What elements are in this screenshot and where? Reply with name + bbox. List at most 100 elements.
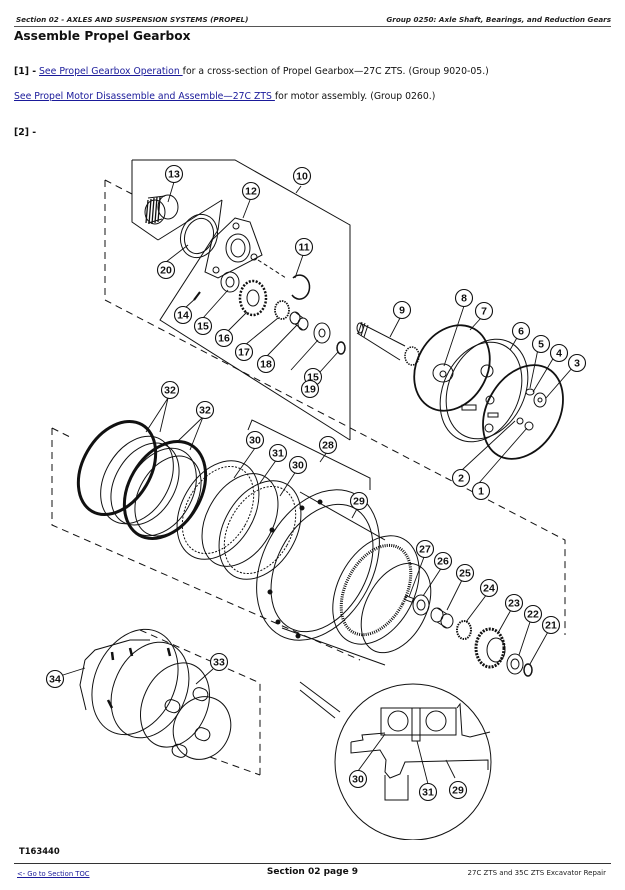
propel-motor-link[interactable]: See Propel Motor Disassemble and Assembl…: [14, 91, 275, 102]
callout-8: 8: [454, 288, 474, 308]
callout-number: 25: [459, 568, 471, 580]
callout-number: 5: [538, 339, 544, 351]
callout-12: 12: [241, 181, 261, 201]
callout-34: 34: [45, 669, 65, 689]
callout-number: 18: [260, 359, 272, 371]
callout-22: 22: [523, 604, 543, 624]
callout-number: 13: [168, 169, 180, 181]
callout-circle: [523, 604, 543, 624]
shaft-9: [356, 321, 420, 366]
callout-number: 12: [245, 186, 257, 198]
callout-number: 1: [478, 486, 484, 498]
callout-20: 20: [156, 260, 176, 280]
callout-number: 14: [177, 310, 189, 322]
callout-17: 17: [234, 342, 254, 362]
group-28-bracket: [247, 419, 371, 490]
callout-circle: [193, 316, 213, 336]
callout-7: 7: [474, 301, 494, 321]
bearing-30b: [218, 480, 302, 580]
dashed-outline-top: [104, 180, 566, 635]
callout-circle: [245, 430, 265, 450]
callout-number: 9: [399, 305, 405, 317]
callout-number: 29: [353, 496, 365, 508]
callout-number: 24: [483, 583, 495, 595]
callout-number: 32: [199, 405, 211, 417]
callout-circle: [455, 563, 475, 583]
o-ring-3: [482, 364, 564, 460]
callout-circle: [300, 379, 320, 399]
callout-4: 4: [549, 343, 569, 363]
callout-number: 15: [197, 321, 209, 333]
section-toc-link[interactable]: <- Go to Section TOC: [17, 870, 90, 878]
step-text: for motor assembly. (Group 0260.): [274, 91, 436, 102]
callout-26: 26: [433, 551, 453, 571]
callout-circle: [234, 342, 254, 362]
callout-circle: [567, 353, 587, 373]
page-title: Assemble Propel Gearbox: [14, 29, 191, 43]
page-number: Section 02 page 9: [266, 867, 359, 877]
callout-1: 1: [471, 481, 491, 501]
callout-32: 32: [160, 380, 180, 400]
callout-6: 6: [511, 321, 531, 341]
group-10-lower: [131, 160, 159, 241]
callout-circle: [173, 305, 193, 325]
callout-number: 11: [298, 242, 309, 254]
callout-number: 15: [307, 372, 319, 384]
header-divider: [14, 26, 611, 27]
callout-circle: [541, 615, 561, 635]
callout-number: 30: [352, 774, 364, 786]
callout-number: 21: [545, 620, 557, 632]
callout-33: 33: [209, 652, 229, 672]
callout-number: 4: [556, 348, 562, 360]
callout-circle: [454, 288, 474, 308]
callout-number: 8: [461, 293, 467, 305]
callout-15: 15: [193, 316, 213, 336]
callout-13: 13: [164, 164, 184, 184]
callout-circle: [549, 343, 569, 363]
callout-number: 3: [574, 358, 580, 370]
callout-11: 11: [294, 237, 314, 257]
figure-id: T163440: [19, 846, 60, 856]
callout-number: 27: [419, 544, 431, 556]
callout-number: 7: [481, 306, 487, 318]
group-10-outline: [132, 159, 351, 440]
callout-30: 30: [348, 769, 368, 789]
gear-24: [456, 620, 472, 640]
callout-number: 34: [49, 674, 61, 686]
callout-number: 32: [164, 385, 176, 397]
callout-2: 2: [451, 468, 471, 488]
gear-16: [238, 279, 268, 317]
step-marker: [2] -: [14, 127, 37, 138]
propel-motor-33: [79, 628, 232, 760]
callout-28: 28: [318, 435, 338, 455]
bearing-30a: [176, 460, 260, 560]
callout-number: 29: [452, 785, 464, 797]
callout-circle: [160, 380, 180, 400]
callout-number: 16: [218, 333, 230, 345]
callout-circle: [479, 578, 499, 598]
callout-number: 22: [527, 609, 539, 621]
o-ring-7: [413, 324, 491, 412]
propel-gearbox-operation-link[interactable]: See Propel Gearbox Operation: [39, 66, 183, 77]
callout-29: 29: [448, 780, 468, 800]
callout-circle: [45, 669, 65, 689]
callout-circle: [195, 400, 215, 420]
callout-circle: [504, 593, 524, 613]
step-1-note: See Propel Motor Disassemble and Assembl…: [14, 91, 435, 102]
callout-9: 9: [392, 300, 412, 320]
gear-13: [144, 194, 179, 225]
callout-circle: [415, 539, 435, 559]
callout-number: 31: [272, 448, 284, 460]
callout-circle: [348, 769, 368, 789]
callout-14: 14: [173, 305, 193, 325]
callout-29: 29: [349, 491, 369, 511]
callout-21: 21: [541, 615, 561, 635]
callout-circle: [448, 780, 468, 800]
plate-12: [204, 217, 263, 279]
callout-5: 5: [531, 334, 551, 354]
callout-number: 33: [213, 657, 225, 669]
detail-inset: [334, 683, 492, 840]
callout-circle: [209, 652, 229, 672]
callout-circle: [433, 551, 453, 571]
callout-circle: [392, 300, 412, 320]
